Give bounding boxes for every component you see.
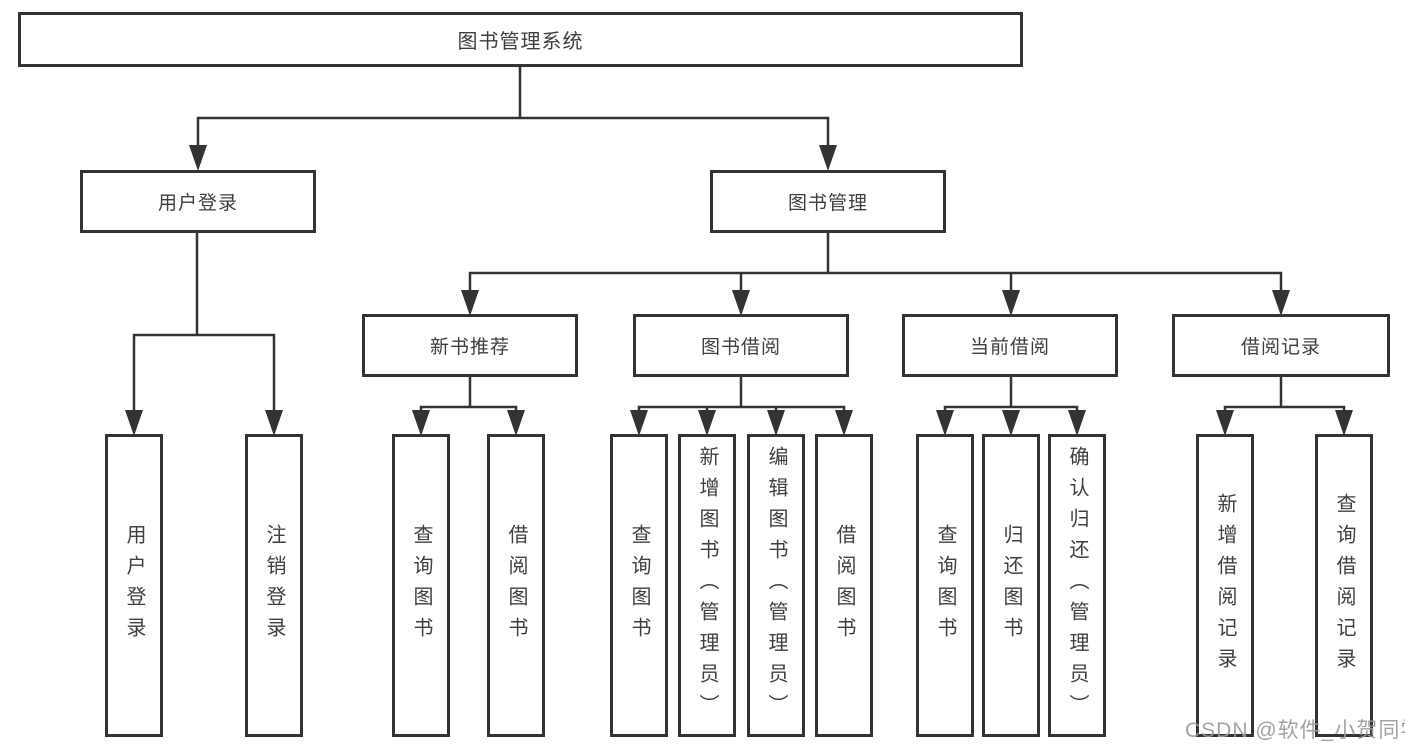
node-root: 图书管理系统 <box>18 12 1023 67</box>
leaf-cb-query-book: 查询图书 <box>916 434 974 737</box>
leaf-user-login: 用户登录 <box>105 434 163 737</box>
leaf-bb-query-book: 查询图书 <box>610 434 668 737</box>
leaf-bb-add-book-admin: 新增图书（管理员） <box>678 434 736 737</box>
leaf-br-add-record: 新增借阅记录 <box>1196 434 1254 737</box>
leaf-nbr-borrow-book: 借阅图书 <box>487 434 545 737</box>
connector-arrowheads <box>125 145 1353 436</box>
node-book-borrow: 图书借阅 <box>633 314 849 377</box>
leaf-br-query-record: 查询借阅记录 <box>1315 434 1373 737</box>
node-new-book-recommend: 新书推荐 <box>362 314 578 377</box>
node-book-management: 图书管理 <box>710 170 946 233</box>
node-user-login: 用户登录 <box>80 170 316 233</box>
node-borrow-records: 借阅记录 <box>1172 314 1390 377</box>
leaf-bb-borrow-book: 借阅图书 <box>815 434 873 737</box>
leaf-nbr-query-book: 查询图书 <box>392 434 450 737</box>
leaf-cb-return-book: 归还图书 <box>982 434 1040 737</box>
leaf-cb-confirm-return-admin: 确认归还（管理员） <box>1048 434 1106 737</box>
leaf-bb-edit-book-admin: 编辑图书（管理员） <box>747 434 805 737</box>
node-current-borrow: 当前借阅 <box>902 314 1118 377</box>
leaf-logout: 注销登录 <box>245 434 303 737</box>
csdn-watermark: CSDN @软件_小贺同学 <box>1185 719 1405 742</box>
